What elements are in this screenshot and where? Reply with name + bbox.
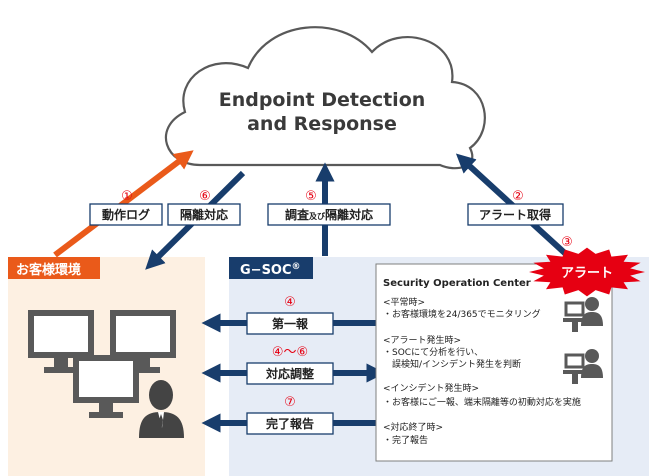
flow-4-number: ④: [284, 295, 296, 310]
user-person-icon: [139, 380, 184, 438]
flow-5-label-a: 調査: [285, 207, 310, 222]
alert-burst-shape: [529, 247, 645, 297]
edr-cloud: Endpoint Detection and Response: [164, 26, 486, 170]
flow-6-label: 隔離対応: [180, 207, 228, 222]
flow-7: ⑦ 完了報告: [246, 395, 334, 435]
flow-7-label: 完了報告: [266, 416, 314, 431]
flow-5: ⑤ 調査及び隔離対応: [267, 189, 391, 226]
cloud-line-1: Endpoint Detection: [219, 89, 426, 111]
flow-1-number: ①: [121, 189, 133, 204]
flow-46: ④〜⑥ 対応調整: [246, 345, 334, 385]
monitor-center: [73, 355, 139, 418]
soc-panel-title: Security Operation Center: [383, 278, 531, 289]
flow-2-label: アラート取得: [479, 207, 551, 222]
gsoc-registered-mark: ®: [292, 262, 301, 272]
soc-normal-head: <平常時>: [383, 296, 425, 308]
svg-text:G−SOC®: G−SOC®: [240, 262, 301, 278]
soc-end-head: <対応終了時>: [383, 421, 443, 433]
soc-alert-1: ・SOCにて分析を行い、: [383, 346, 483, 358]
analyst-icon: [563, 349, 603, 384]
customer-title: お客様環境: [16, 262, 81, 278]
soc-end-1: ・完了報告: [383, 434, 428, 446]
analyst-icon: [563, 297, 603, 332]
flow-46-number: ④〜⑥: [272, 345, 308, 360]
flow-5-label-b: 隔離対応: [325, 207, 373, 222]
soc-alert-head: <アラート発生時>: [383, 334, 461, 346]
alert-label: アラート: [561, 266, 613, 281]
flow-3-number: ③: [561, 235, 573, 250]
monitor-right: [110, 310, 176, 373]
monitors-icon: [28, 310, 176, 418]
alert-burst: アラート: [529, 247, 645, 297]
flow-6: ⑥ 隔離対応: [167, 189, 241, 226]
monitor-left: [28, 310, 94, 373]
flow-2: ② アラート取得: [467, 189, 564, 226]
soc-incident-head: <インシデント発生時>: [383, 382, 479, 394]
cloud-line-2: and Response: [247, 113, 397, 135]
customer-environment: お客様環境: [8, 257, 205, 476]
soc-incident-1: ・お客様にご一報、端末隔離等の初動対応を実施: [383, 396, 581, 408]
svg-text:調査及び隔離対応: 調査及び隔離対応: [285, 207, 373, 222]
flow-1-label: 動作ログ: [102, 207, 150, 222]
flow-1: ① 動作ログ: [89, 189, 163, 226]
soc-normal-1: ・お客様環境を24/365でモニタリング: [383, 308, 541, 320]
flow-7-number: ⑦: [284, 395, 296, 410]
flow-5-number: ⑤: [305, 189, 317, 204]
flow-4-label: 第一報: [272, 316, 309, 331]
flow-6-number: ⑥: [199, 189, 211, 204]
soc-alert-2: 誤検知/インシデント発生を判断: [392, 358, 521, 370]
flow-4: ④ 第一報: [246, 295, 334, 335]
flow-2-number: ②: [512, 189, 524, 204]
flow-5-label-small: 及び: [309, 211, 325, 221]
flow-46-label: 対応調整: [265, 366, 314, 381]
gsoc-title: G−SOC: [240, 263, 292, 278]
cloud-shape: [164, 26, 486, 170]
